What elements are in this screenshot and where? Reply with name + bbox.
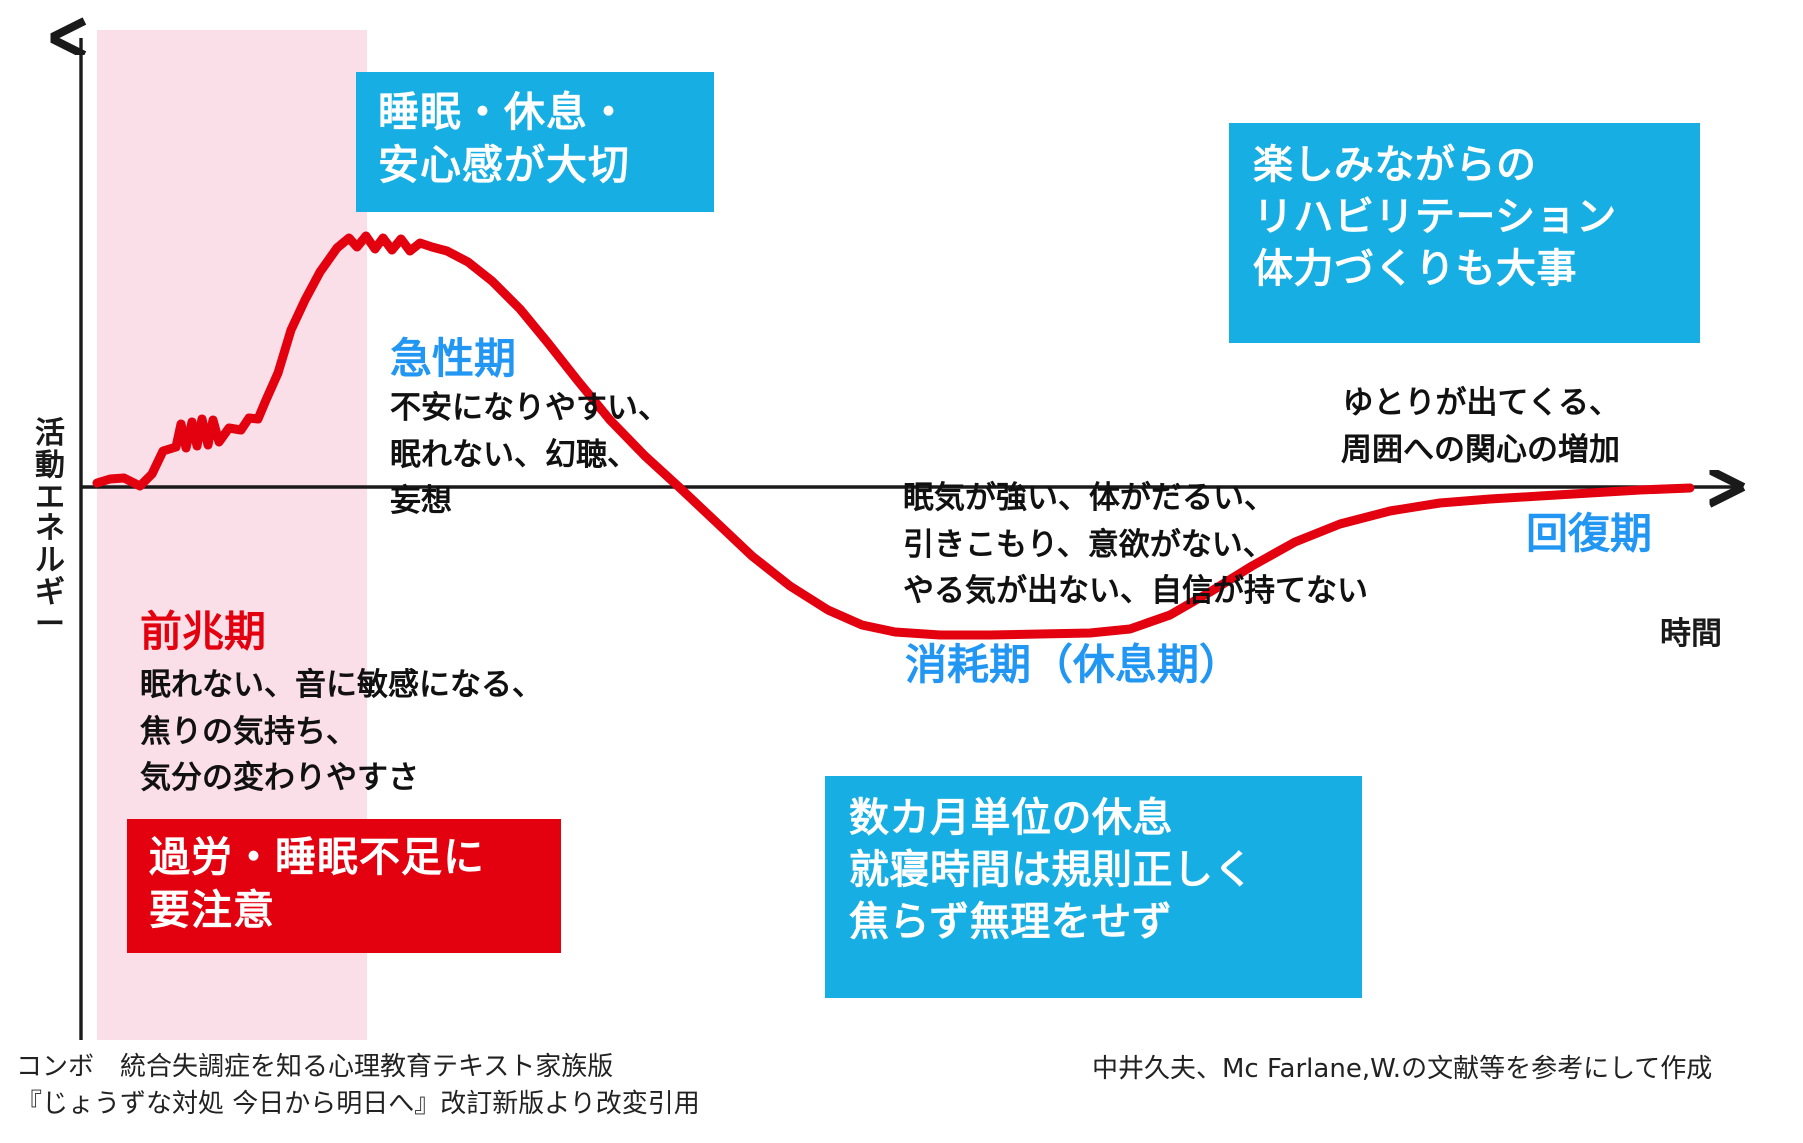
y-axis-char-1: 動	[35, 447, 65, 483]
phase-heading-prodromal: 前兆期	[140, 607, 267, 656]
phase-description-acute: 不安になりやすい、 眠れない、幻聴、 妄想	[390, 390, 669, 519]
phase-description-recovery: ゆとりが出てくる、 周囲への関心の増加	[1341, 385, 1620, 468]
y-axis-char-0: 活	[35, 416, 65, 451]
x-axis-label: 時間	[1660, 616, 1722, 652]
phase-heading-recovery: 回復期	[1526, 509, 1653, 558]
callout-months-of-rest: 数カ月単位の休息 就寝時間は規則正しく 焦らず無理をせず	[825, 776, 1362, 998]
y-axis-char-5: ギ	[35, 574, 65, 610]
callout-rehabilitation: 楽しみながらの リハビリテーション 体力づくりも大事	[1229, 123, 1700, 343]
phase-heading-exhaustion: 消耗期（休息期）	[905, 640, 1242, 689]
y-axis-char-4: ル	[35, 543, 65, 579]
callout-overwork-warning: 過労・睡眠不足に 要注意	[127, 819, 561, 953]
footer-source-left: コンボ 統合失調症を知る心理教育テキスト家族版 『じょうずな対処 今日から明日へ…	[16, 1052, 700, 1119]
y-axis-char-3: ネ	[35, 511, 65, 547]
y-axis-label: 活 動 エ ネ ル ギ ー	[22, 418, 78, 641]
y-axis-char-6: ー	[35, 606, 65, 642]
callout-sleep-rest: 睡眠・休息・ 安心感が大切	[356, 72, 714, 212]
phase-description-prodromal: 眠れない、音に敏感になる、 焦りの気持ち、 気分の変わりやすさ	[140, 667, 543, 796]
footer-source-right: 中井久夫、Mc Farlane,W.の文献等を参考にして作成	[1092, 1054, 1713, 1084]
phase-description-exhaustion: 眠気が強い、体がだるい、 引きこもり、意欲がない、 やる気が出ない、自信が持てな…	[903, 480, 1368, 609]
phase-heading-acute: 急性期	[390, 334, 517, 383]
y-axis-char-2: エ	[35, 479, 65, 515]
